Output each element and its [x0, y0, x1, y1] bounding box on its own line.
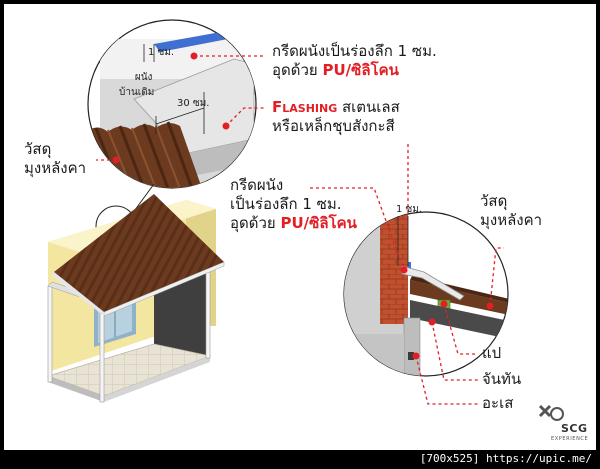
leader-beam [412, 352, 478, 405]
callout-roof-left-line2: มุงหลังคา [24, 159, 87, 178]
callout-flashing: Flashing สเตนเลส หรือเหล็กชุบสังกะสี [272, 98, 400, 136]
scg-logo-mark [538, 404, 564, 421]
scg-logo-word: SCG [561, 422, 588, 435]
callout-roof-right: วัสดุ มุงหลังคา [480, 192, 542, 230]
roof [52, 194, 225, 317]
callout-groove-mid-highlight: PU/ซิลิโคน [280, 214, 357, 233]
wall-label: ผนัง บ้านเดิม [119, 70, 154, 100]
callout-groove-top-line1: กรีดผนังเป็นร่องลึก 1 ซม. [272, 42, 437, 60]
callout-roof-left: วัสดุ มุงหลังคา [24, 140, 86, 178]
callout-roof-right-line1: วัสดุ [480, 192, 508, 210]
infographic-canvas: 1 ซม. 30 ซม. ผนัง บ้านเดิม กรีดผนังเป็นร… [4, 4, 596, 450]
footer-text: [700x525] https://upic.me/ [419, 452, 592, 465]
leader-rafter [428, 318, 478, 381]
scg-logo-subtitle: EXPERIENCE [551, 436, 589, 442]
callout-flashing-suffix: สเตนเลส [337, 98, 400, 116]
callout-groove-top-prefix: อุดด้วย [272, 61, 323, 80]
wall-label-line2: บ้านเดิม [119, 87, 155, 98]
dimension-1cm-top [143, 44, 155, 62]
image-host-footer: [700x525] https://upic.me/ [0, 450, 600, 469]
callout-roof-right-line2: มุงหลังคา [480, 211, 543, 230]
callout-groove-top-highlight: PU/ซิลิโคน [322, 61, 399, 80]
callout-groove-mid-line2: เป็นร่องลึก 1 ซม. [230, 195, 342, 214]
leader-groove-top [190, 52, 266, 60]
callout-flashing-line1: Flashing สเตนเลส [272, 98, 400, 117]
callout-flashing-line2: หรือเหล็กชุบสังกะสี [272, 117, 395, 136]
dimension-label-30cm: 30 ซม. [177, 98, 210, 109]
callout-groove-top: กรีดผนังเป็นร่องลึก 1 ซม. อุดด้วย PU/ซิล… [272, 42, 437, 80]
wall-label-line1: ผนัง [134, 72, 153, 83]
house-illustration [46, 194, 225, 403]
callout-purlin: แป [482, 344, 502, 362]
leader-roof-right [486, 247, 504, 310]
callout-beam: อะเส [482, 394, 514, 412]
callout-groove-mid-line1: กรีดผนัง [230, 176, 284, 194]
dimension-label-1cm-top: 1 ซม. [148, 47, 175, 58]
leader-flashing [222, 107, 266, 130]
dimension-30cm [155, 92, 205, 134]
callout-flashing-highlight: Flashing [272, 98, 338, 116]
callout-groove-mid-line3: อุดด้วย PU/ซิลิโคน [230, 214, 357, 233]
top-detail-circle [87, 19, 257, 189]
callout-roof-left-line1: วัสดุ [24, 140, 52, 158]
callout-groove-mid-prefix: อุดด้วย [230, 214, 281, 233]
callout-groove-mid: กรีดผนัง เป็นร่องลึก 1 ซม. อุดด้วย PU/ซิ… [230, 176, 357, 234]
diagram-illustration [46, 19, 564, 421]
dimension-label-1cm-right: 1 ซม. [396, 204, 423, 215]
callout-groove-top-line2: อุดด้วย PU/ซิลิโคน [272, 61, 437, 80]
dimension-1cm-right [397, 216, 409, 266]
callout-rafter: จันทัน [482, 370, 522, 388]
leader-purlin [440, 300, 478, 355]
leader-roof-left [96, 156, 120, 164]
leader-groove-mid [310, 187, 408, 274]
